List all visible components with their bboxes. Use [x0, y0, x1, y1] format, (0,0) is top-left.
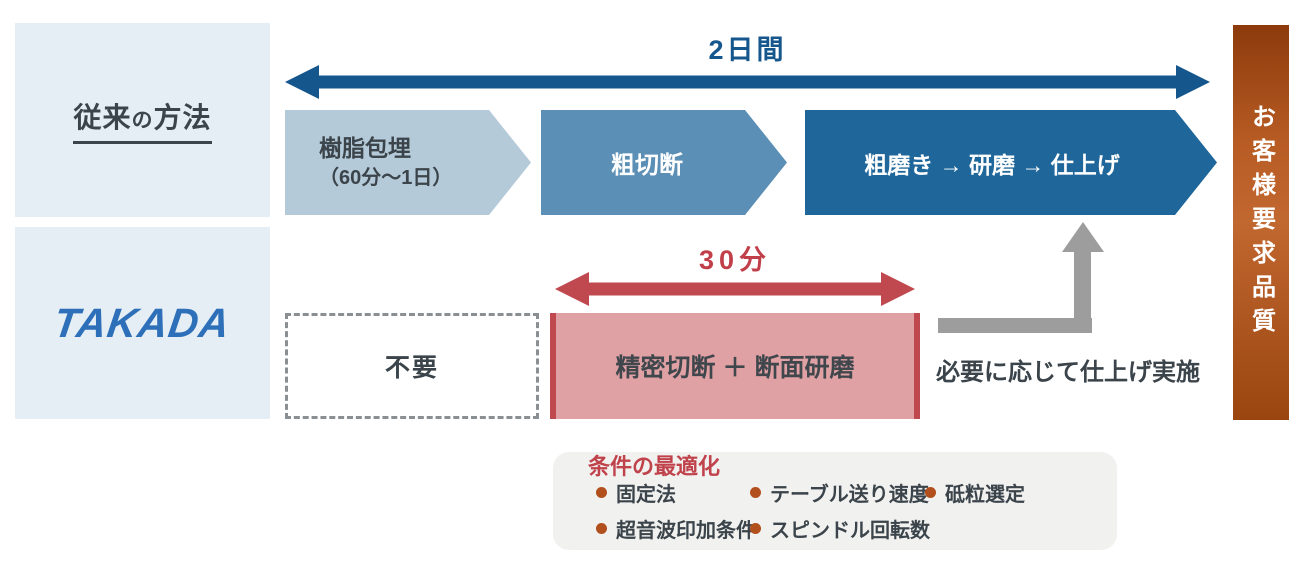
up-arrow-icon [1062, 222, 1104, 252]
conventional-label-part1: 従来 [73, 102, 132, 133]
skip-label: 不要 [384, 354, 439, 382]
conventional-label-part2: の [131, 109, 154, 132]
optimization-item-ultrasonic-conditions: 超音波印加条件 [596, 514, 756, 543]
main-process-label: 精密切断 ＋ 断面研磨 [615, 354, 855, 382]
bullet-icon [750, 523, 761, 534]
skip-box: 不要 [285, 313, 539, 419]
process-step-resin-embedding: 樹脂包埋 （60分〜1日） [285, 110, 531, 215]
two-day-double-arrow-icon [285, 65, 1210, 99]
finish-note: 必要に応じて仕上げ実施 [936, 359, 1200, 386]
optimization-title: 条件の最適化 [588, 454, 721, 479]
conventional-label-part3: 方法 [153, 102, 212, 133]
resin-embedding-duration: （60分〜1日） [319, 166, 453, 189]
customer-quality-label: お客様要求品質 [1247, 103, 1275, 342]
takada-logo-panel: TAKADA [15, 227, 270, 419]
conventional-method-label: 従来の方法 [73, 96, 212, 144]
bullet-icon [596, 523, 607, 534]
polishing-sequence-label: 粗磨き → 研磨 → 仕上げ [864, 151, 1120, 178]
conventional-method-panel: 従来の方法 [15, 23, 270, 217]
customer-quality-bar: お客様要求品質 [1233, 25, 1289, 420]
elbow-arrow-vertical-segment [1074, 250, 1091, 333]
two-day-duration-label: 2日間 [708, 35, 787, 65]
process-step-rough-cutting: 粗切断 [541, 110, 787, 215]
optimization-item-spindle-speed: スピンドル回転数 [750, 514, 930, 543]
optimization-item-table-feed-speed: テーブル送り速度 [750, 478, 929, 507]
thirty-min-duration-label: 30分 [698, 245, 772, 275]
optimization-item-fixing-method: 固定法 [596, 478, 676, 507]
optimization-panel [553, 452, 1117, 550]
optimization-item-abrasive-selection: 砥粒選定 [925, 478, 1025, 507]
bullet-icon [750, 487, 761, 498]
takada-logo: TAKADA [51, 299, 234, 346]
optimization-item-label: スピンドル回転数 [770, 520, 930, 542]
optimization-item-label: 固定法 [616, 484, 676, 506]
thirty-min-double-arrow-icon [555, 272, 915, 306]
optimization-item-label: 超音波印加条件 [616, 520, 756, 542]
process-step-polishing-sequence: 粗磨き → 研磨 → 仕上げ [805, 110, 1217, 215]
resin-embedding-label: 樹脂包埋 [319, 135, 411, 162]
rough-cutting-label: 粗切断 [611, 152, 683, 179]
bullet-icon [925, 487, 936, 498]
bullet-icon [596, 487, 607, 498]
elbow-arrow-horizontal-segment [938, 318, 1092, 333]
optimization-item-label: 砥粒選定 [945, 484, 1025, 506]
main-process-box: 精密切断 ＋ 断面研磨 [550, 313, 920, 419]
optimization-item-label: テーブル送り速度 [770, 484, 929, 506]
